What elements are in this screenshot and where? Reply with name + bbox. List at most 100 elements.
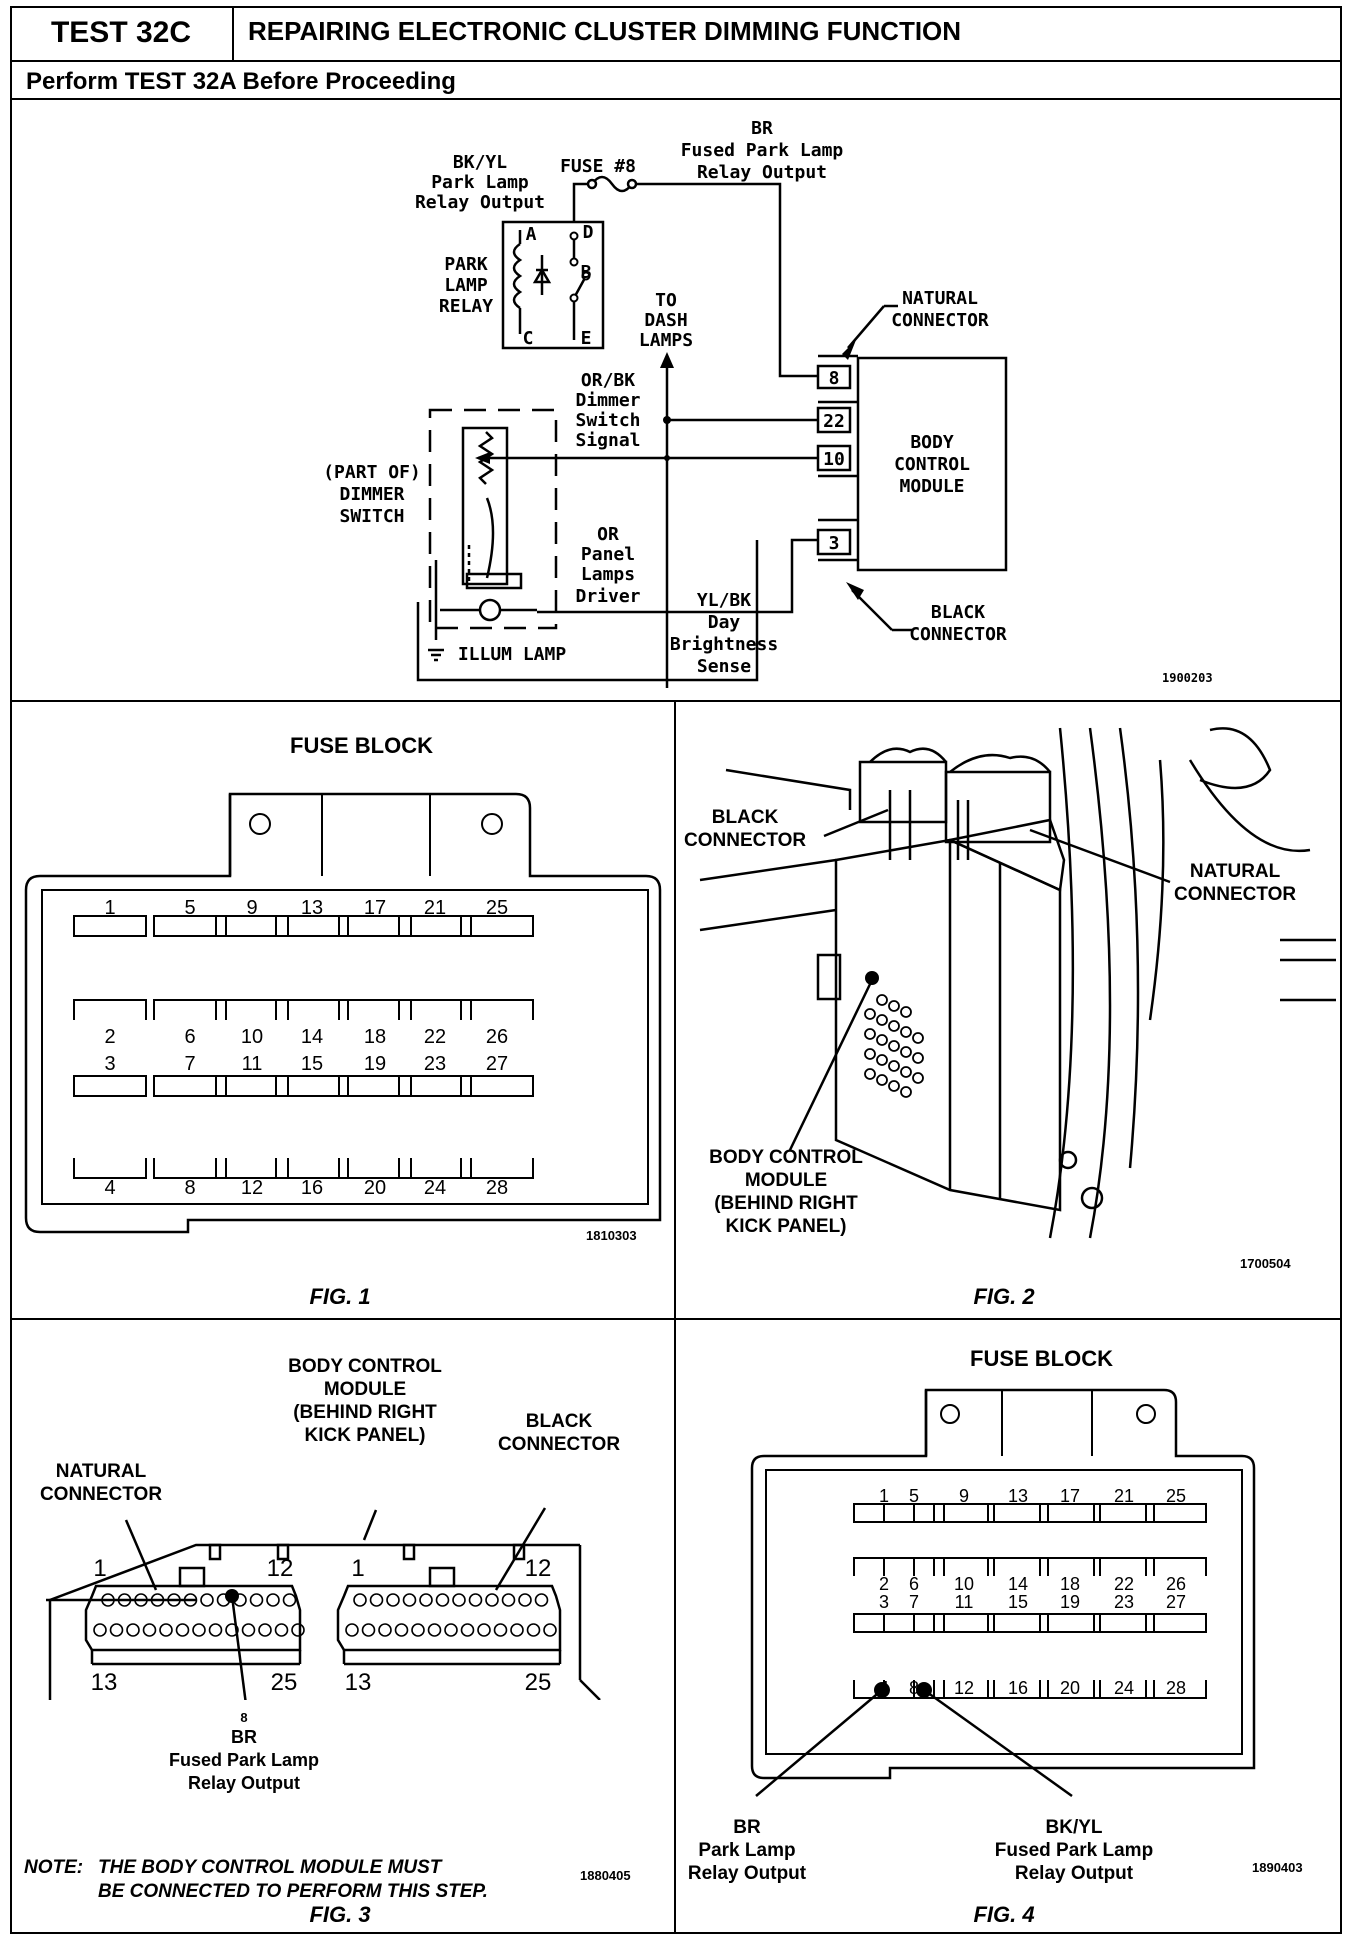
relay-pin-d: D xyxy=(583,222,594,243)
black-connector-2: CONNECTOR xyxy=(909,624,1007,645)
fuse-slot xyxy=(153,1158,227,1179)
fig3-connectors: 1 12 1 12 13 25 13 25 xyxy=(46,1507,601,1700)
fig3-black-connector-line1: BLACK xyxy=(525,1411,593,1432)
center-divider xyxy=(674,700,676,1934)
fuse-slot xyxy=(338,1158,412,1179)
fuse-number: 26 xyxy=(486,1026,508,1048)
fuse-slot xyxy=(398,1158,472,1179)
connector-pin xyxy=(175,1623,190,1637)
fig1-fuse-block: 1234567891011121314151617181920212223242… xyxy=(24,792,662,1234)
fig1-code: 1810303 xyxy=(586,1228,637,1243)
fuse-number: 7 xyxy=(909,1592,919,1612)
connector-pin xyxy=(411,1623,425,1637)
fuse-slot xyxy=(398,999,472,1020)
fuse-number: 12 xyxy=(954,1678,974,1698)
fuse-slot xyxy=(1093,1613,1155,1633)
fuse-number: 22 xyxy=(424,1026,446,1048)
fuse-slot xyxy=(215,1075,289,1097)
fuse-slot xyxy=(275,1075,349,1097)
fig3-natural-connector-line2: CONNECTOR xyxy=(39,1484,163,1505)
fig2-code: 1700504 xyxy=(1240,1256,1291,1271)
bcm-label-2: CONTROL xyxy=(894,454,970,475)
test-id: TEST 32C xyxy=(10,6,234,60)
fuse-number: 15 xyxy=(301,1053,323,1075)
fig1-caption: FIG. 1 xyxy=(309,1284,371,1309)
fuse-slot xyxy=(1039,1557,1101,1576)
fig2-black-connector-line1: BLACK xyxy=(711,807,779,828)
orbk-wire-3: Switch xyxy=(575,410,640,431)
fig2-black-connector: BLACK CONNECTOR xyxy=(684,806,806,852)
relay-label-3: RELAY xyxy=(439,296,493,317)
fuse-slot xyxy=(275,1158,349,1179)
fig4-title: FUSE BLOCK xyxy=(970,1346,1113,1371)
fuse-slot xyxy=(398,915,472,937)
fig4-left-callout: BR Park Lamp Relay Output xyxy=(672,1816,822,1885)
connector-pin xyxy=(435,1593,450,1607)
fig3-pin-25b: 25 xyxy=(525,1669,552,1696)
dimmer-label-1: (PART OF) xyxy=(323,462,421,483)
fuse-slot xyxy=(1039,1680,1101,1699)
fuse-number: 11 xyxy=(955,1592,974,1612)
fig3-callout-line2: Fused Park Lamp xyxy=(168,1750,320,1770)
connector-pin xyxy=(518,1593,532,1607)
fuse-number: 18 xyxy=(1060,1574,1080,1594)
note-line1: THE BODY CONTROL MODULE MUST xyxy=(98,1857,442,1878)
fuse-number: 9 xyxy=(959,1486,969,1506)
fig3-callout-pin: 8 xyxy=(240,1710,248,1725)
wiring-schematic: FUSE #8 BR Fused Park Lamp Relay Output … xyxy=(323,118,1213,688)
fuse-number: 14 xyxy=(301,1026,323,1048)
fig4-left-line1: BR xyxy=(733,1817,761,1838)
fuse-number: 1 xyxy=(104,897,115,919)
connector-pin xyxy=(485,1593,499,1607)
connector-pin xyxy=(192,1623,206,1637)
br-wire-line2: Fused Park Lamp xyxy=(681,140,844,161)
fig4-caption: FIG. 4 xyxy=(973,1902,1035,1927)
fuse-slot xyxy=(933,1680,995,1699)
fuse-slot xyxy=(1145,1557,1207,1576)
fuse-number: 20 xyxy=(364,1177,386,1199)
connector-pin xyxy=(345,1623,359,1637)
schematic-divider xyxy=(10,700,1342,702)
fuse-number: 28 xyxy=(486,1177,508,1199)
schematic-code: 1900203 xyxy=(1162,671,1213,685)
fuse-number: 28 xyxy=(1166,1678,1186,1698)
connector-pin xyxy=(510,1623,524,1637)
fig3-natural-connector-line1: NATURAL xyxy=(55,1461,147,1482)
fuse-number: 6 xyxy=(184,1026,195,1048)
connector-pin xyxy=(93,1623,107,1637)
fuse-slot xyxy=(275,915,349,937)
fig2-illustration xyxy=(699,727,1336,1239)
fig3-bcm-line3: (BEHIND RIGHT xyxy=(293,1402,437,1423)
connector-pin xyxy=(208,1623,223,1637)
bkyl-wire-line2: Park Lamp xyxy=(431,172,529,193)
fig3-black-connector: BLACK CONNECTOR xyxy=(494,1410,624,1456)
fig3-pin-25a: 25 xyxy=(271,1669,298,1696)
relay-label-2: LAMP xyxy=(444,275,488,296)
connector-pin xyxy=(159,1623,173,1637)
connector-pin xyxy=(200,1593,214,1607)
fig2-natural-connector: NATURAL CONNECTOR xyxy=(1174,860,1296,906)
connector-pin xyxy=(452,1593,466,1607)
note: NOTE:THE BODY CONTROL MODULE MUST BE CON… xyxy=(24,1856,488,1904)
fuse-slot xyxy=(153,999,227,1020)
fuse-number: 7 xyxy=(184,1053,195,1075)
connector-pin xyxy=(258,1623,272,1637)
fuse-number: 15 xyxy=(1008,1592,1028,1612)
connector-pin xyxy=(142,1623,157,1637)
fuse-number: 2 xyxy=(879,1574,889,1594)
fuse-slot xyxy=(275,999,349,1020)
page-frame xyxy=(10,6,1342,1934)
fig4-right-callout: BK/YL Fused Park Lamp Relay Output xyxy=(974,1816,1174,1885)
dimmer-label-3: SWITCH xyxy=(339,506,404,527)
fuse-number: 1 xyxy=(879,1486,889,1506)
relay-pin-c: C xyxy=(523,328,534,349)
connector-pin xyxy=(241,1623,256,1637)
fuse-slot xyxy=(73,1075,147,1097)
fuse-number: 8 xyxy=(184,1177,195,1199)
fig1-title: FUSE BLOCK xyxy=(290,733,433,758)
fuse-slot xyxy=(215,915,289,937)
fig4-left-line3: Relay Output xyxy=(687,1863,807,1884)
relay-pin-a: A xyxy=(526,224,537,245)
fuse-number: 18 xyxy=(364,1026,386,1048)
fuse-number: 23 xyxy=(424,1053,446,1075)
